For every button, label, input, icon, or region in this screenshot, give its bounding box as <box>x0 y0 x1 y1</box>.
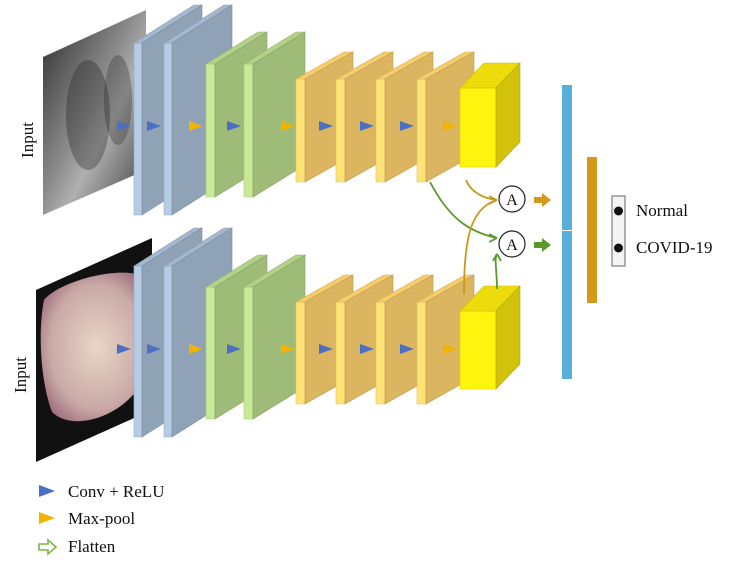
legend: Conv + ReLU Max-pool Flatten <box>38 482 164 556</box>
input-label-bottom: Input <box>11 357 30 393</box>
pool-arrow-bottom-9-icon <box>443 344 457 354</box>
attention-node-top: A <box>498 185 526 213</box>
pool-arrow-top-3-icon <box>189 121 203 131</box>
output-node-normal <box>614 206 623 216</box>
conv-block-top-2 <box>163 42 173 216</box>
pool-arrow-bottom-3-icon <box>189 344 203 354</box>
conv-block-top-3 <box>205 63 216 198</box>
conv-arrow-bottom-1-icon <box>117 344 131 354</box>
max-pool-legend-icon <box>39 512 55 524</box>
conv-block-top-5 <box>295 78 306 183</box>
merge-paths <box>429 179 502 295</box>
input-image-tongue <box>36 238 154 462</box>
output-node-covid <box>614 243 623 253</box>
attention-symbol-top: A <box>506 192 518 209</box>
input-image-xray <box>43 10 146 215</box>
flatten-arrow-bottom-icon <box>534 238 551 252</box>
legend-label-flatten: Flatten <box>68 537 116 556</box>
attention-node-bottom: A <box>498 230 526 258</box>
conv-arrow-bottom-2-icon <box>147 344 161 354</box>
input-label-top: Input <box>18 122 37 158</box>
output-label-covid: COVID-19 <box>636 238 713 257</box>
conv-block-bottom-3 <box>205 286 216 420</box>
conv-arrow-bottom-6-icon <box>319 344 333 354</box>
pool-arrow-top-9-icon <box>443 121 457 131</box>
conv-arrow-top-7-icon <box>360 121 374 131</box>
flatten-arrow-top-icon <box>534 193 551 207</box>
layer-blocks <box>117 4 521 438</box>
legend-label-maxpool: Max-pool <box>68 509 135 528</box>
attention-symbol-bottom: A <box>506 237 518 254</box>
fc-layer-blue-top <box>562 85 572 230</box>
conv-arrow-bottom-7-icon <box>360 344 374 354</box>
conv-arrow-top-2-icon <box>147 121 161 131</box>
conv-block-top-6 <box>335 78 346 183</box>
conv-block-bottom-8 <box>416 301 427 405</box>
conv-arrow-top-1-icon <box>117 121 131 131</box>
conv-block-top-8 <box>416 78 427 183</box>
final-block-top <box>459 87 497 168</box>
conv-arrow-top-6-icon <box>319 121 333 131</box>
output-label-normal: Normal <box>636 201 688 220</box>
conv-block-bottom-7 <box>375 301 386 405</box>
pool-arrow-bottom-5-icon <box>281 344 295 354</box>
conv-block-top-4 <box>243 63 254 198</box>
fc-layer-blue-bottom <box>562 231 572 379</box>
conv-block-bottom-5 <box>295 301 306 405</box>
flatten-legend-icon <box>38 538 58 556</box>
output-box <box>611 195 626 267</box>
conv-block-bottom-4 <box>243 286 254 420</box>
pool-arrow-top-5-icon <box>281 121 295 131</box>
conv-arrow-top-4-icon <box>227 121 241 131</box>
conv-block-bottom-1 <box>133 265 143 438</box>
final-block-bottom <box>459 310 497 390</box>
conv-arrow-bottom-8-icon <box>400 344 414 354</box>
conv-arrow-bottom-4-icon <box>227 344 241 354</box>
conv-block-top-1 <box>133 42 143 216</box>
conv-arrow-top-8-icon <box>400 121 414 131</box>
legend-label-conv: Conv + ReLU <box>68 482 164 501</box>
conv-block-bottom-6 <box>335 301 346 405</box>
conv-block-top-7 <box>375 78 386 183</box>
conv-block-bottom-2 <box>163 265 173 438</box>
conv-relu-legend-icon <box>39 485 55 497</box>
fc-layer-orange <box>587 157 597 303</box>
